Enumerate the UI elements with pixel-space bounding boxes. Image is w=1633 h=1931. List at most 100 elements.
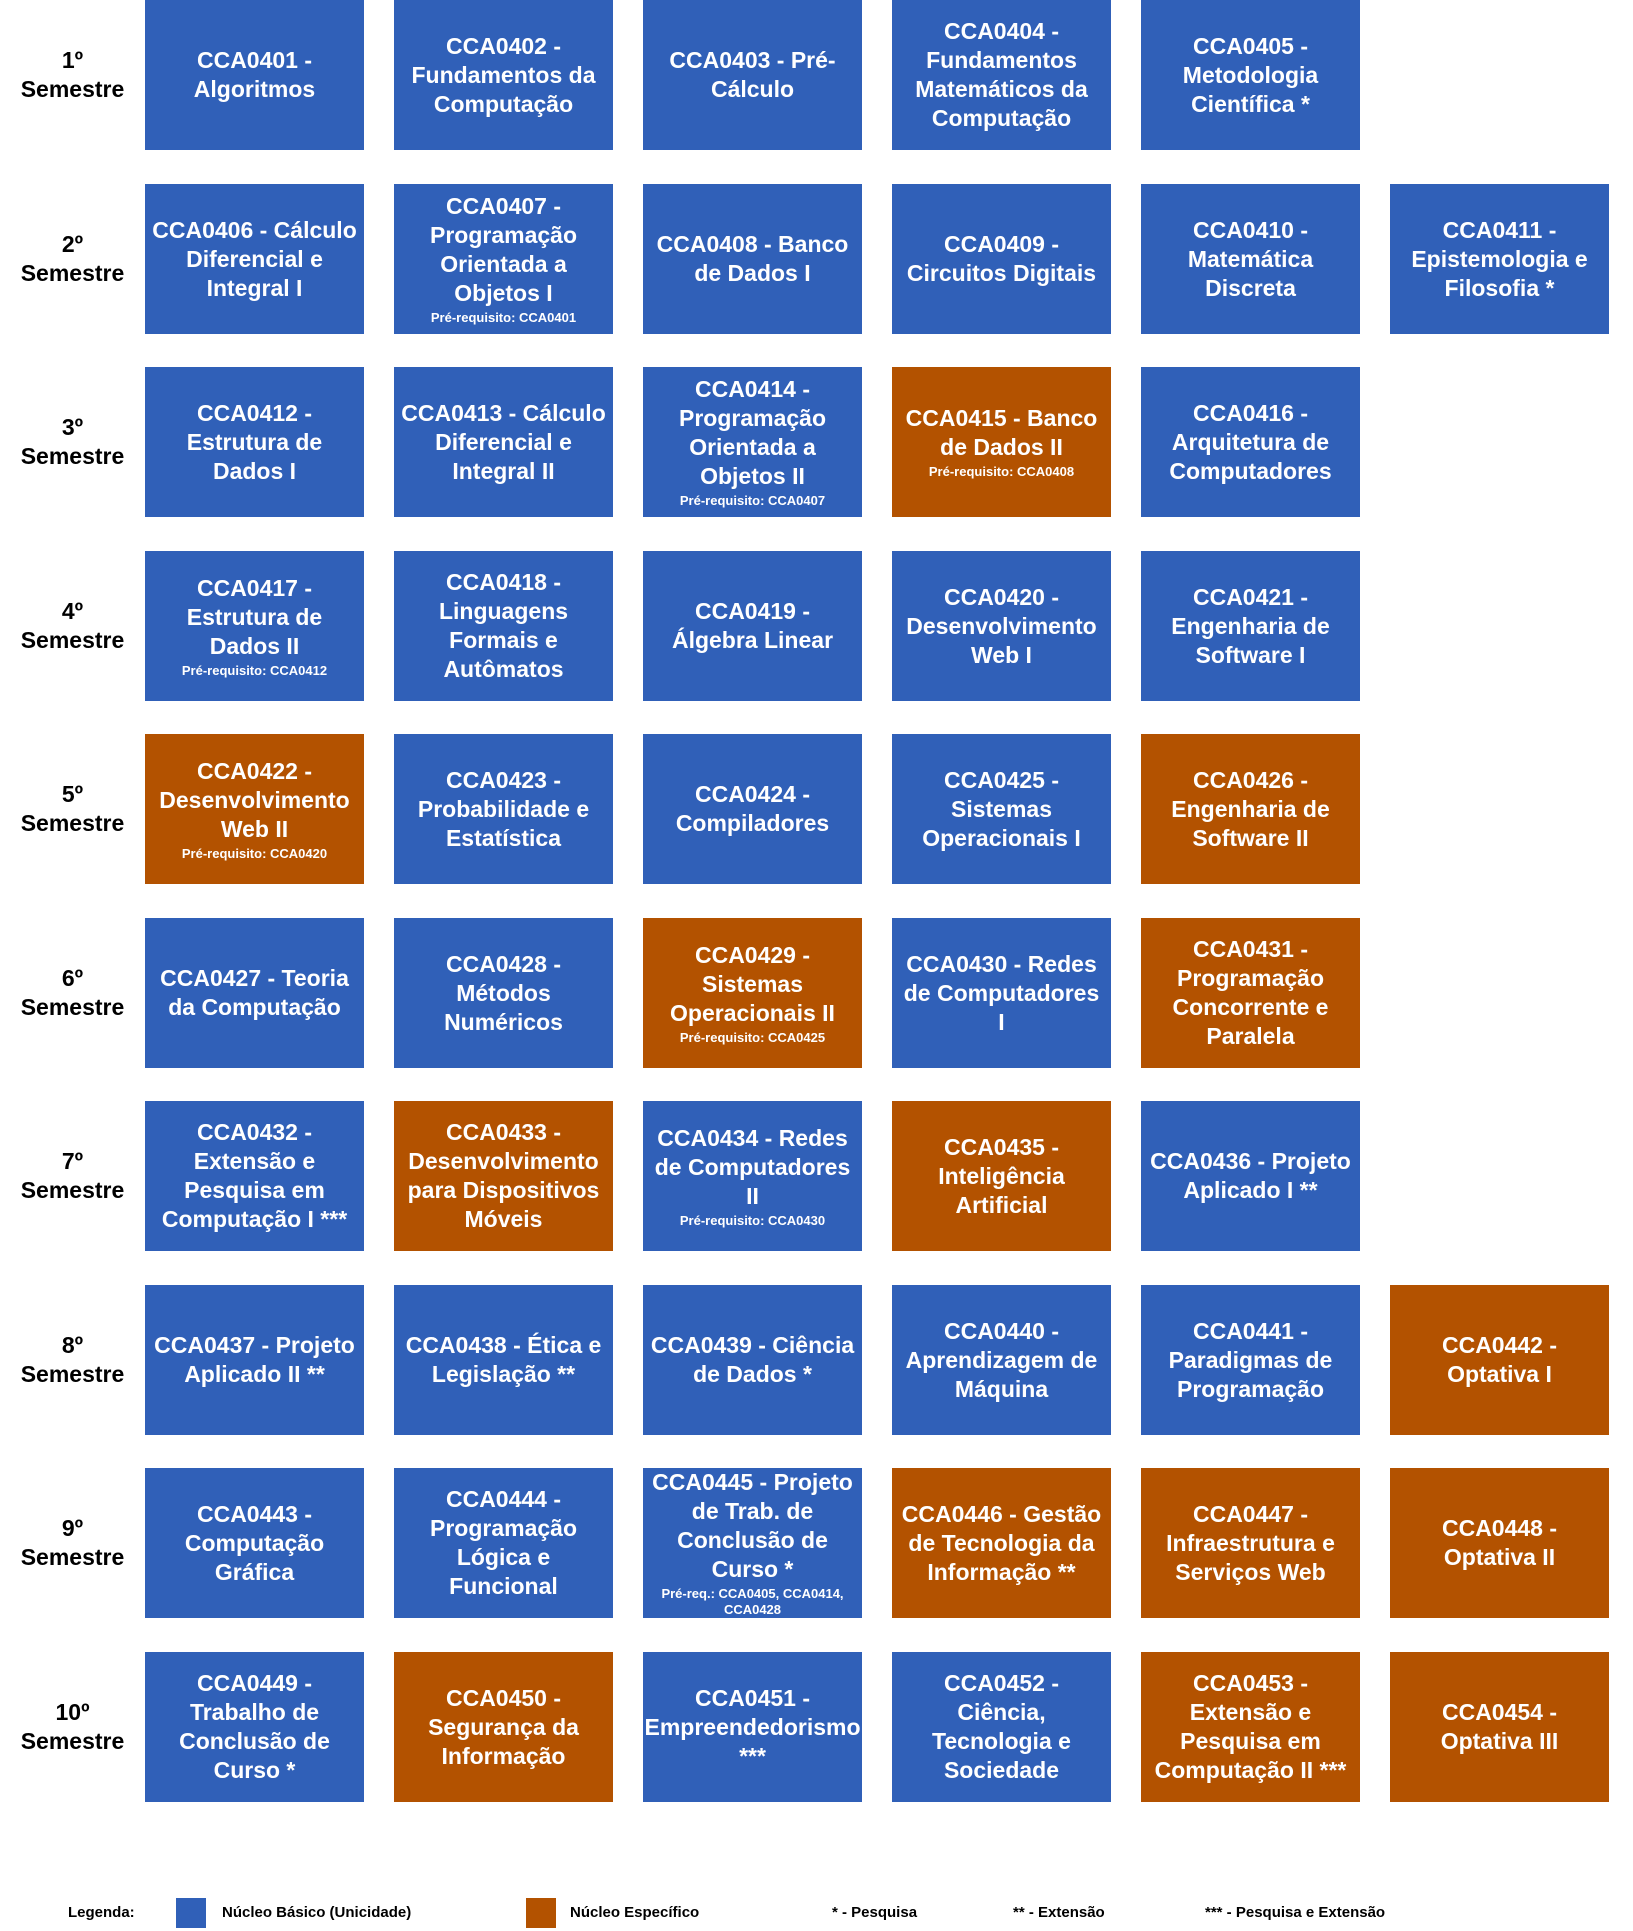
semester-label: 7º Semestre <box>20 1148 125 1203</box>
course-box: CCA0417 - Estrutura de Dados II Pré-requi… <box>145 551 364 701</box>
semester-label: 10º Semestre <box>20 1699 125 1754</box>
course-title: CCA0441 - Paradigmas de Programação <box>1168 1317 1333 1402</box>
course-prereq: Pré-requisito: CCA0430 <box>679 1212 826 1228</box>
legend-note-both: *** - Pesquisa e Extensão <box>1205 1904 1386 1921</box>
course-title: CCA0428 - Métodos Numéricos <box>444 950 563 1035</box>
course-box: CCA0411 - Epistemologia e Filosofia * <box>1390 184 1609 334</box>
semester-label: 3º Semestre <box>20 414 125 469</box>
course-title: CCA0418 - Linguagens Formais e Autômatos <box>438 569 569 682</box>
specific-swatch <box>526 1898 556 1928</box>
course-title: CCA0426 - Engenharia de Software II <box>1171 766 1330 851</box>
course-title: CCA0420 - Desenvolvimento Web I <box>906 583 1097 668</box>
course-box: CCA0451 - Empreendedorismo *** <box>643 1652 862 1802</box>
course-box: CCA0442 - Optativa I <box>1390 1285 1609 1435</box>
course-title: CCA0439 - Ciência de Dados * <box>650 1332 855 1387</box>
course-title: CCA0449 - Trabalho de Conclusão de Curso… <box>179 1670 330 1783</box>
course-box: CCA0447 - Infraestrutura e Serviços Web <box>1141 1468 1360 1618</box>
course-title: CCA0454 - Optativa III <box>1440 1699 1559 1754</box>
course-title: CCA0434 - Redes de Computadores II <box>654 1124 851 1209</box>
course-box: CCA0414 - Programação Orientada a Objeto… <box>643 367 862 517</box>
course-box: CCA0453 - Extensão e Pesquisa em Computa… <box>1141 1652 1360 1802</box>
semester-label: 4º Semestre <box>20 598 125 653</box>
course-box: CCA0409 - Circuitos Digitais <box>892 184 1111 334</box>
course-box: CCA0424 - Compiladores <box>643 734 862 884</box>
course-title: CCA0445 - Projeto de Trab. de Conclusão … <box>652 1469 853 1582</box>
course-box: CCA0418 - Linguagens Formais e Autômatos <box>394 551 613 701</box>
course-box: CCA0454 - Optativa III <box>1390 1652 1609 1802</box>
course-box: CCA0404 - Fundamentos Matemáticos da Com… <box>892 0 1111 150</box>
semester-label: 5º Semestre <box>20 781 125 836</box>
course-box: CCA0419 - Álgebra Linear <box>643 551 862 701</box>
course-title: CCA0433 - Desenvolvimento para Dispositi… <box>407 1119 600 1232</box>
semester-label: 8º Semestre <box>20 1332 125 1387</box>
course-title: CCA0447 - Infraestrutura e Serviços Web <box>1166 1500 1335 1585</box>
course-title: CCA0414 - Programação Orientada a Objeto… <box>678 376 826 489</box>
course-box: CCA0449 - Trabalho de Conclusão de Curso… <box>145 1652 364 1802</box>
course-title: CCA0409 - Circuitos Digitais <box>906 231 1097 286</box>
course-title: CCA0407 - Programação Orientada a Objeto… <box>429 193 577 306</box>
course-title: CCA0435 - Inteligência Artificial <box>938 1133 1065 1218</box>
course-box: CCA0445 - Projeto de Trab. de Conclusão … <box>643 1468 862 1618</box>
course-title: CCA0452 - Ciência, Tecnologia e Sociedad… <box>932 1670 1071 1783</box>
course-prereq: Pré-requisito: CCA0412 <box>181 662 328 678</box>
course-title: CCA0440 - Aprendizagem de Máquina <box>905 1317 1098 1402</box>
semester-label: 1º Semestre <box>20 47 125 102</box>
course-box: CCA0410 - Matemática Discreta <box>1141 184 1360 334</box>
course-title: CCA0417 - Estrutura de Dados II <box>186 574 323 659</box>
course-box: CCA0413 - Cálculo Diferencial e Integral… <box>394 367 613 517</box>
course-prereq: Pré-requisito: CCA0401 <box>430 310 577 325</box>
course-title: CCA0427 - Teoria da Computação <box>160 965 349 1020</box>
course-title: CCA0423 - Probabilidade e Estatística <box>417 766 590 851</box>
course-box: CCA0423 - Probabilidade e Estatística <box>394 734 613 884</box>
course-box: CCA0441 - Paradigmas de Programação <box>1141 1285 1360 1435</box>
course-title: CCA0424 - Compiladores <box>675 781 830 836</box>
legend: Legenda: Núcleo Básico (Unicidade) Núcle… <box>0 1895 1633 1931</box>
course-title: CCA0408 - Banco de Dados I <box>656 231 849 286</box>
course-box: CCA0436 - Projeto Aplicado I ** <box>1141 1101 1360 1251</box>
course-box: CCA0448 - Optativa II <box>1390 1468 1609 1618</box>
course-title: CCA0431 - Programação Concorrente e Para… <box>1172 936 1329 1049</box>
course-box: CCA0440 - Aprendizagem de Máquina <box>892 1285 1111 1435</box>
course-title: CCA0453 - Extensão e Pesquisa em Computa… <box>1154 1670 1347 1783</box>
legend-basic-label: Núcleo Básico (Unicidade) <box>222 1904 412 1921</box>
course-prereq: Pré-req.: CCA0405, CCA0414, CCA0428 <box>661 1586 844 1617</box>
course-title: CCA0422 - Desenvolvimento Web II <box>159 757 350 842</box>
course-box: CCA0406 - Cálculo Diferencial e Integral… <box>145 184 364 334</box>
course-box: CCA0444 - Programação Lógica e Funcional <box>394 1468 613 1618</box>
course-box: CCA0432 - Extensão e Pesquisa em Computa… <box>145 1101 364 1251</box>
legend-note-research: * - Pesquisa <box>832 1904 918 1921</box>
course-title: CCA0412 - Estrutura de Dados I <box>186 399 323 484</box>
course-box: CCA0420 - Desenvolvimento Web I <box>892 551 1111 701</box>
course-box: CCA0401 - Algoritmos <box>145 0 364 150</box>
semester-label: 2º Semestre <box>20 231 125 286</box>
basic-swatch <box>176 1898 206 1928</box>
course-title: CCA0404 - Fundamentos Matemáticos da Com… <box>915 18 1088 131</box>
course-box: CCA0434 - Redes de Computadores II Pré-re… <box>643 1101 862 1251</box>
course-title: CCA0444 - Programação Lógica e Funcional <box>429 1486 577 1599</box>
course-title: CCA0405 - Metodologia Científica * <box>1182 32 1319 117</box>
semester-label: 6º Semestre <box>20 965 125 1020</box>
course-title: CCA0443 - Computação Gráfica <box>184 1500 325 1585</box>
course-title: CCA0437 - Projeto Aplicado II ** <box>154 1332 355 1387</box>
course-box: CCA0431 - Programação Concorrente e Para… <box>1141 918 1360 1068</box>
course-title: CCA0446 - Gestão de Tecnologia da Inform… <box>901 1500 1102 1585</box>
course-box: CCA0439 - Ciência de Dados * <box>643 1285 862 1435</box>
course-title: CCA0416 - Arquitetura de Computadores <box>1169 399 1332 484</box>
course-title: CCA0406 - Cálculo Diferencial e Integral… <box>152 216 357 301</box>
course-box: CCA0437 - Projeto Aplicado II ** <box>145 1285 364 1435</box>
course-box: CCA0427 - Teoria da Computação <box>145 918 364 1068</box>
course-box: CCA0407 - Programação Orientada a Objeto… <box>394 184 613 334</box>
course-box: CCA0435 - Inteligência Artificial <box>892 1101 1111 1251</box>
course-box: CCA0426 - Engenharia de Software II <box>1141 734 1360 884</box>
course-title: CCA0421 - Engenharia de Software I <box>1171 583 1330 668</box>
course-box: CCA0428 - Métodos Numéricos <box>394 918 613 1068</box>
course-box: CCA0403 - Pré- Cálculo <box>643 0 862 150</box>
course-title: CCA0451 - Empreendedorismo *** <box>644 1684 861 1769</box>
course-box: CCA0408 - Banco de Dados I <box>643 184 862 334</box>
legend-specific-label: Núcleo Específico <box>570 1904 700 1921</box>
course-title: CCA0448 - Optativa II <box>1441 1515 1558 1570</box>
course-title: CCA0410 - Matemática Discreta <box>1187 216 1314 301</box>
course-box: CCA0430 - Redes de Computadores I <box>892 918 1111 1068</box>
